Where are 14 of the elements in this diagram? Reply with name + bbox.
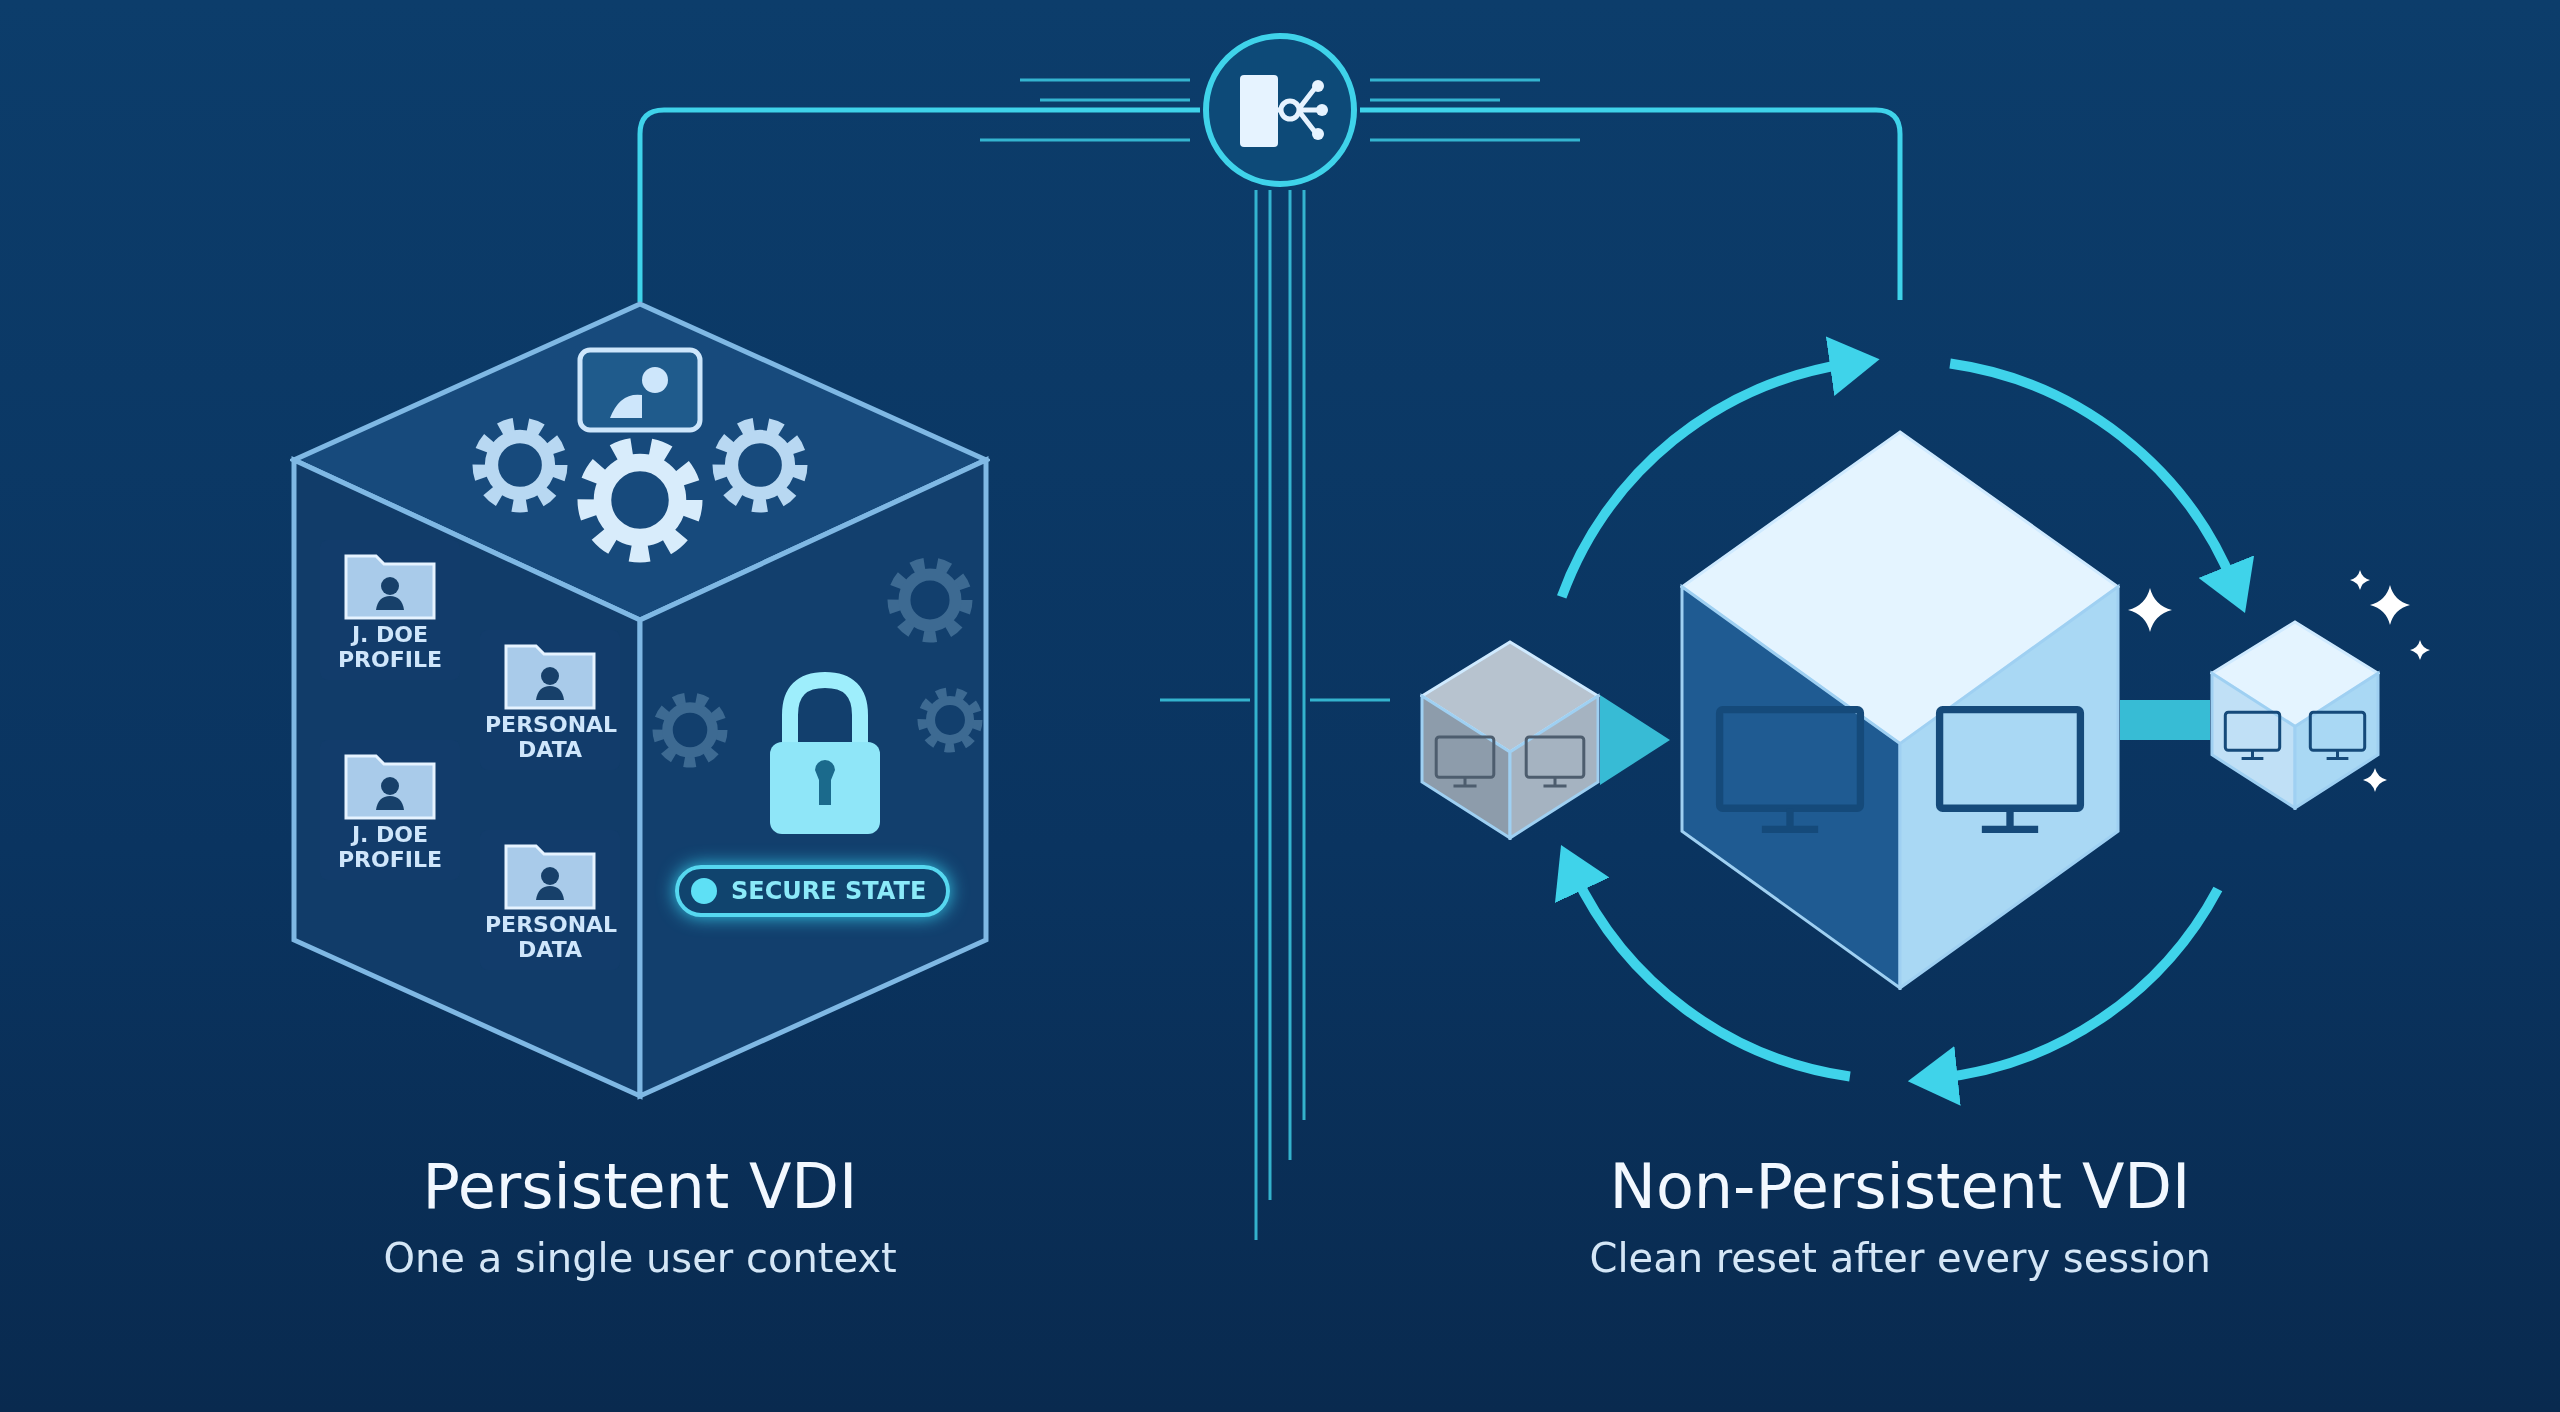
section-subtitle: Clean reset after every session <box>1589 1235 2211 1281</box>
section-heading: Persistent VDI <box>422 1150 858 1223</box>
arrow <box>1600 695 1670 785</box>
section-heading: Non-Persistent VDI <box>1609 1150 2191 1223</box>
folder-label: PERSONAL DATA <box>485 712 615 762</box>
status-pill <box>675 865 951 917</box>
connector-line <box>637 107 1200 302</box>
folder-label: PERSONAL DATA <box>485 912 615 962</box>
folder-label: J. DOE PROFILE <box>337 822 443 872</box>
connector-line <box>1360 107 1903 300</box>
folder-label: J. DOE PROFILE <box>337 622 443 672</box>
status-label: SECURE STATE <box>731 877 927 905</box>
connector-line <box>2120 700 2210 740</box>
section-subtitle: One a single user context <box>383 1235 897 1281</box>
